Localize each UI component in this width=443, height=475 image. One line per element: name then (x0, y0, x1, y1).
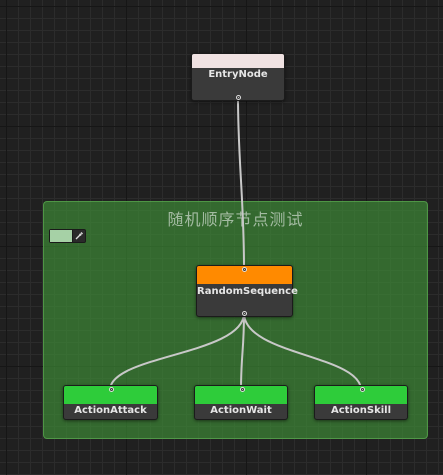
action-attack-node[interactable]: ActionAttack (63, 385, 158, 420)
entry-node-label: EntryNode (208, 69, 268, 80)
entry-node[interactable]: EntryNode (191, 53, 285, 101)
action-skill-input-port[interactable] (360, 387, 365, 392)
random-output-port[interactable] (242, 311, 247, 316)
action-wait-node[interactable]: ActionWait (194, 385, 288, 420)
eyedropper-icon[interactable] (73, 230, 85, 242)
action-attack-node-header (64, 386, 157, 404)
entry-node-header (192, 54, 284, 68)
action-wait-input-port[interactable] (240, 387, 245, 392)
connection-random-to-attack (109, 312, 245, 391)
action-skill-node[interactable]: ActionSkill (314, 385, 408, 420)
action-wait-node-label: ActionWait (210, 405, 272, 416)
random-sequence-node-label: RandomSequence (197, 286, 298, 297)
action-attack-input-port[interactable] (109, 387, 114, 392)
color-swatch (50, 230, 73, 242)
action-skill-node-label: ActionSkill (331, 405, 391, 416)
connection-random-to-wait (240, 312, 245, 391)
group-title[interactable]: 随机顺序节点测试 (167, 210, 304, 229)
random-sequence-node-header (197, 266, 292, 284)
connection-entry-to-random (237, 97, 245, 269)
action-wait-node-header (195, 386, 287, 404)
group-color-field[interactable] (49, 229, 86, 243)
entry-output-port[interactable] (236, 95, 241, 100)
action-skill-node-header (315, 386, 407, 404)
action-attack-node-label: ActionAttack (74, 405, 147, 416)
random-input-port[interactable] (242, 267, 247, 272)
connection-random-to-skill (243, 312, 362, 391)
random-sequence-node[interactable]: RandomSequence (196, 265, 298, 317)
